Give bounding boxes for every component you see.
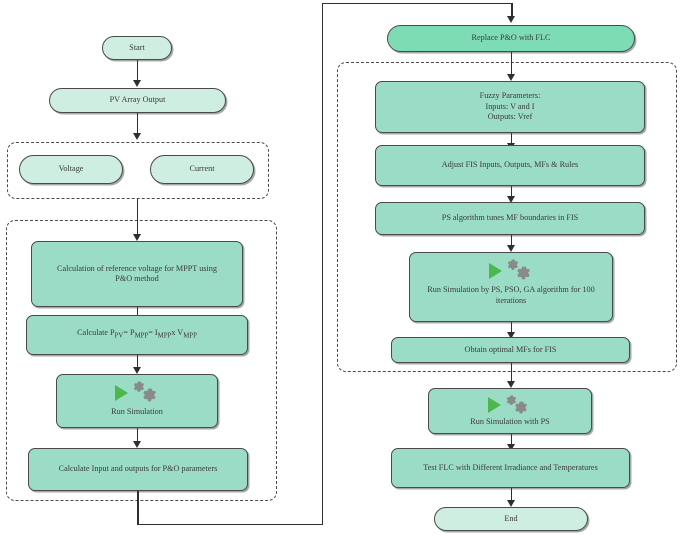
sensing-group-boundary (7, 142, 269, 199)
node-fuzzy-parameters[interactable]: Fuzzy Parameters: Inputs: V and I Output… (375, 81, 645, 133)
calc-power-formula: Calculate PPV= PMPP= IMPPx VMPP (77, 328, 197, 341)
arrow-runalgo-to-obtain (507, 332, 515, 339)
arrow-power-to-sim (133, 367, 141, 374)
connector-obtain-to-runps (510, 363, 513, 384)
node-run-simulation-with-ps[interactable]: Run Simulation with PS (428, 388, 592, 434)
flc-optimization-group-boundary (337, 62, 677, 372)
loop-segment-enter (511, 3, 513, 17)
node-run-simulation-algorithms[interactable]: Run Simulation by PS, PSO, GA algorithm … (409, 252, 613, 322)
arrow-test-to-end (507, 500, 515, 507)
calc-power-sub3: MPP (157, 332, 172, 340)
node-run-simulation[interactable]: Run Simulation (56, 374, 218, 428)
node-obtain-optimal-mfs[interactable]: Obtain optimal MFs for FIS (391, 337, 630, 363)
node-obtain-optimal-mfs-label: Obtain optimal MFs for FIS (464, 344, 557, 354)
node-calculate-io-po-label: Calculate Input and outputs for P&O para… (58, 464, 218, 474)
run-simulation-ps-icons (488, 395, 532, 415)
node-adjust-fis-label: Adjust FIS Inputs, Outputs, MFs & Rules (441, 160, 579, 170)
po-method-group-boundary (6, 220, 277, 501)
arrow-sensing-to-po (133, 234, 141, 241)
connector-start-to-pv (136, 59, 139, 81)
node-end-label: End (504, 513, 518, 523)
calc-power-x: x V (171, 328, 184, 338)
connector-power-to-sim (136, 355, 139, 369)
arrow-sim-to-io (133, 441, 141, 448)
connector-vref-to-power (136, 307, 139, 322)
calc-vref-line2: P&O method (115, 274, 159, 283)
arrow-replace-to-fuzzy (507, 74, 515, 81)
loop-segment-bottom (137, 523, 323, 526)
calc-power-prefix: Calculate P (77, 328, 115, 338)
connector-sim-to-io (136, 428, 139, 443)
loop-segment-up (321, 3, 324, 524)
node-start[interactable]: Start (102, 36, 172, 60)
arrow-pv-to-sensing (133, 133, 141, 140)
connector-ps-to-runalgo (510, 235, 513, 248)
node-calculate-power[interactable]: Calculate PPV= PMPP= IMPPx VMPP (26, 315, 248, 355)
connector-replace-to-fuzzy (510, 52, 513, 75)
node-ps-tunes-mf[interactable]: PS algorithm tunes MF boundaries in FIS (375, 202, 645, 235)
calc-power-sub1: PV (114, 332, 124, 340)
connector-pv-to-sensing (136, 112, 139, 134)
node-run-simulation-with-ps-label: Run Simulation with PS (470, 417, 550, 426)
node-current[interactable]: Current (150, 155, 254, 184)
fuzzy-params-line3: Outputs: Vref (487, 112, 533, 122)
run-simulation-icons (115, 381, 159, 405)
node-end[interactable]: End (434, 507, 588, 531)
node-current-label: Current (189, 164, 215, 174)
calc-power-sub2: MPP (134, 332, 149, 340)
node-pv-array-output-label: PV Array Output (109, 95, 166, 105)
arrow-runps-to-test (507, 444, 515, 451)
loop-arrowhead (507, 16, 516, 23)
node-ps-tunes-mf-label: PS algorithm tunes MF boundaries in FIS (441, 213, 579, 223)
connector-fuzzy-to-adjust (510, 133, 513, 145)
connector-sensing-to-po (136, 199, 139, 235)
calc-vref-line1: Calculation of reference voltage for MPP… (57, 263, 217, 273)
loop-segment-top (321, 2, 513, 5)
node-pv-array-output[interactable]: PV Array Output (49, 88, 226, 113)
gears-icon (502, 395, 532, 415)
arrow-ps-to-runalgo (507, 245, 515, 252)
node-start-label: Start (129, 42, 145, 52)
node-test-flc[interactable]: Test FLC with Different Irradiance and T… (391, 448, 630, 488)
connector-runps-to-test (510, 434, 513, 447)
node-voltage-label: Voltage (58, 164, 84, 174)
calc-power-sub4: MPP (183, 332, 197, 340)
gears-icon (129, 381, 159, 405)
calc-power-eq2: = I (148, 328, 158, 338)
calc-power-eq1: = P (123, 328, 135, 338)
run-simulation-algorithms-icons (489, 259, 533, 283)
node-adjust-fis[interactable]: Adjust FIS Inputs, Outputs, MFs & Rules (375, 145, 645, 186)
connector-adjust-to-ps (510, 186, 513, 198)
node-run-simulation-label: Run Simulation (111, 407, 163, 416)
node-calculate-io-po[interactable]: Calculate Input and outputs for P&O para… (28, 448, 248, 491)
arrow-start-to-pv (133, 80, 141, 87)
connector-test-to-end (510, 488, 513, 504)
node-calculate-reference-voltage[interactable]: Calculation of reference voltage for MPP… (31, 241, 243, 307)
node-voltage[interactable]: Voltage (19, 155, 123, 184)
play-icon (489, 263, 502, 279)
fuzzy-params-line2: Inputs: V and I (485, 101, 535, 111)
node-replace-po-label: Replace P&O with FLC (471, 33, 551, 43)
connector-runalgo-to-obtain (510, 322, 513, 335)
run-sim-algos-line1: Run Simulation by PS, PSO, GA algorithm … (427, 285, 595, 294)
loop-segment-down (137, 491, 139, 525)
arrow-adjust-to-ps (507, 196, 515, 203)
fuzzy-params-line1: Fuzzy Parameters: (479, 91, 541, 101)
run-sim-algos-line2: iterations (495, 295, 527, 305)
play-icon (488, 397, 501, 413)
node-replace-po-with-flc[interactable]: Replace P&O with FLC (387, 25, 635, 52)
node-test-flc-label: Test FLC with Different Irradiance and T… (423, 462, 598, 472)
gears-icon (503, 259, 533, 283)
arrow-obtain-to-runps (507, 381, 515, 388)
play-icon (115, 385, 128, 401)
